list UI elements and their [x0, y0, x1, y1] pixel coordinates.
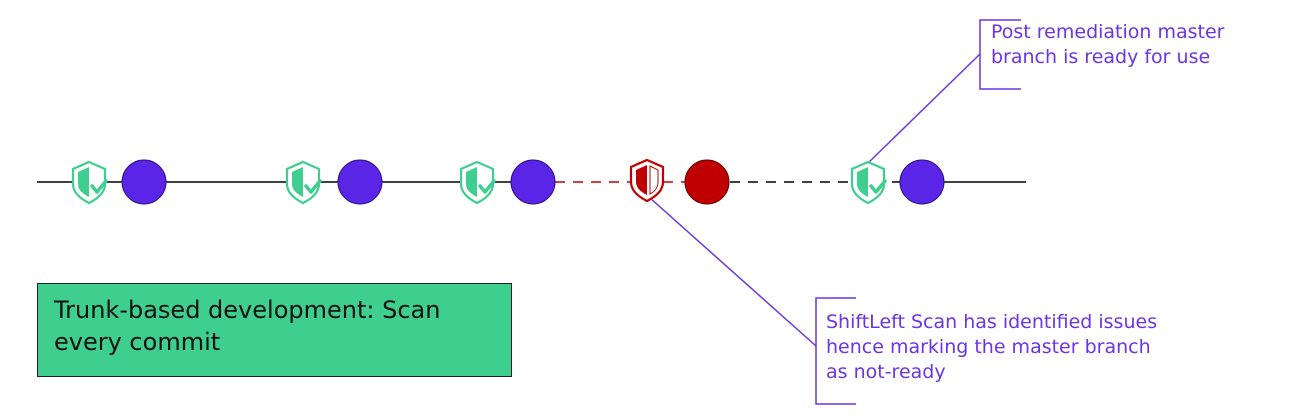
- callout-bottom-line-2: hence marking the master branch: [826, 336, 1151, 358]
- callout-top-line-2: branch is ready for use: [991, 46, 1211, 68]
- trunk-development-info-box: Trunk-based development: Scan every comm…: [37, 283, 512, 377]
- commit-3-node: [510, 159, 556, 205]
- commit-1-shield-icon: [71, 160, 108, 205]
- commit-3-shield-icon: [459, 160, 496, 205]
- info-box-line-1: Trunk-based development: Scan: [54, 296, 441, 324]
- commit-2-node: [337, 159, 383, 205]
- commit-4-shield-alert-icon: [629, 158, 665, 203]
- commit-5-shield-icon: [850, 160, 887, 205]
- callout-bottom-bracket: [815, 297, 856, 405]
- commit-1-node: [121, 159, 167, 205]
- commit-2-shield-icon: [285, 160, 322, 205]
- callout-bottom-line-3: as not-ready: [826, 361, 946, 383]
- callout-issues-identified: ShiftLeft Scan has identified issues hen…: [826, 310, 1157, 385]
- callout-post-remediation: Post remediation master branch is ready …: [991, 20, 1225, 70]
- info-box-line-2: every commit: [54, 328, 221, 356]
- callout-top-line-1: Post remediation master: [991, 21, 1225, 43]
- callout-bottom-line-1: ShiftLeft Scan has identified issues: [826, 311, 1158, 333]
- callout-top-leader: [865, 53, 981, 166]
- commit-5-node: [899, 159, 945, 205]
- callout-bottom-leader: [649, 197, 817, 347]
- commit-4-node: [684, 159, 730, 205]
